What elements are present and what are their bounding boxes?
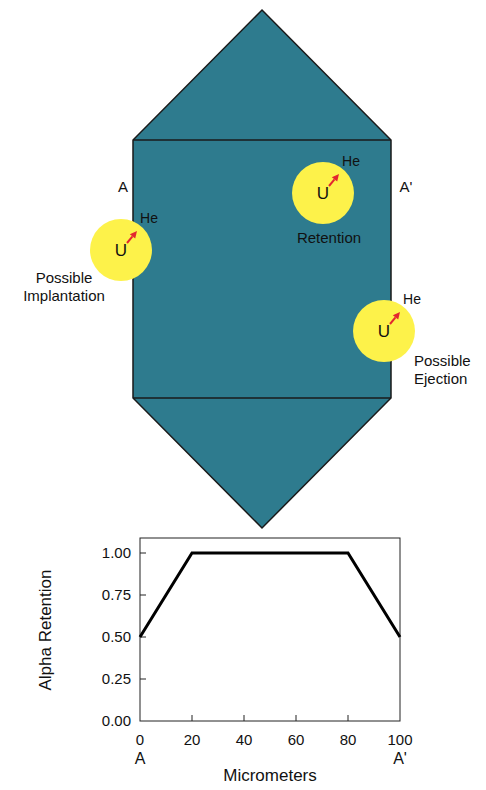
helium-symbol: He	[403, 291, 421, 308]
retention-curve	[140, 553, 400, 637]
helium-symbol: He	[140, 210, 158, 227]
uranium-symbol: U	[317, 184, 329, 204]
x-tick-label: 100	[387, 731, 412, 749]
x-tick	[192, 715, 193, 721]
y-tick	[140, 553, 146, 554]
alpha-arrow	[390, 317, 396, 324]
uranium-atom-circle: U He	[86, 200, 166, 285]
x-tick-label: 20	[184, 731, 201, 749]
axis-end-label: A'	[393, 749, 407, 768]
y-tick	[140, 595, 146, 596]
y-tick	[140, 679, 146, 680]
uranium-symbol: U	[378, 322, 390, 342]
y-tick-label: 0.75	[102, 586, 131, 604]
x-tick-label: 40	[236, 731, 253, 749]
atom-disc	[292, 162, 354, 224]
process-label: Possible Ejection	[414, 352, 482, 388]
uranium-symbol: U	[115, 241, 127, 261]
alpha-arrow	[127, 236, 133, 243]
y-axis-title: Alpha Retention	[36, 570, 56, 691]
plot-frame	[140, 538, 400, 721]
alpha-arrow	[329, 179, 335, 186]
x-tick	[244, 715, 245, 721]
x-axis-title: Micrometers	[223, 766, 317, 786]
alpha-arrowhead	[130, 231, 137, 239]
x-tick-label: 0	[136, 731, 144, 749]
alpha-arrowhead	[393, 312, 400, 320]
alpha-arrowhead	[332, 174, 339, 182]
uranium-atom-circle: U He	[288, 143, 368, 228]
process-label: Retention	[297, 229, 361, 247]
x-tick	[296, 715, 297, 721]
axis-end-label: A	[135, 749, 146, 768]
x-tick	[348, 715, 349, 721]
process-label: Possible Implantation	[14, 269, 114, 305]
section-end-label: A	[118, 178, 128, 196]
section-end-label: A'	[400, 178, 413, 196]
x-tick-label: 60	[288, 731, 305, 749]
y-tick-label: 0.00	[102, 712, 131, 730]
zircon-crystal	[133, 10, 391, 528]
x-tick-label: 80	[340, 731, 357, 749]
y-tick-label: 1.00	[102, 544, 131, 562]
axis-ticks	[140, 553, 348, 721]
atom-disc	[353, 300, 415, 362]
atom-disc	[90, 219, 152, 281]
y-tick-label: 0.50	[102, 628, 131, 646]
y-tick-label: 0.25	[102, 670, 131, 688]
helium-symbol: He	[342, 153, 360, 170]
crystal-edge	[133, 397, 391, 399]
crystal-edge	[133, 139, 391, 141]
